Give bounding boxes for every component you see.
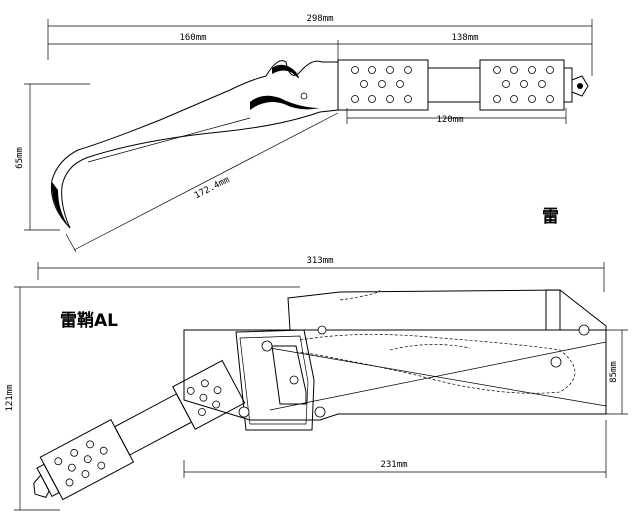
dim-grip-length: 120mm bbox=[436, 115, 463, 125]
dim-sheath-overall: 313mm bbox=[306, 256, 333, 266]
top-handle-holes bbox=[351, 66, 554, 103]
bottom-view-label: 雷鞘AL bbox=[60, 310, 118, 331]
top-view-label: 雷 bbox=[542, 207, 559, 227]
dim-blade-length: 160mm bbox=[179, 33, 206, 43]
dim-sheath-total-height: 121mm bbox=[5, 384, 15, 411]
dim-handle-length: 138mm bbox=[451, 33, 478, 43]
dim-knife-height: 65mm bbox=[15, 147, 25, 169]
bottom-sheath-view: 313mm 121mm 85mm 231mm bbox=[5, 256, 628, 511]
dim-sheath-length: 231mm bbox=[380, 460, 407, 470]
top-knife-view: 298mm 160mm 138mm 65mm 120mm 172.4mm bbox=[15, 14, 593, 253]
dim-overall-length: 298mm bbox=[306, 14, 333, 24]
dim-edge-length: 172.4mm bbox=[193, 175, 231, 201]
sheath-rivets bbox=[238, 324, 590, 418]
bottom-knife-handle bbox=[33, 359, 246, 501]
dim-sheath-height: 85mm bbox=[609, 361, 619, 383]
